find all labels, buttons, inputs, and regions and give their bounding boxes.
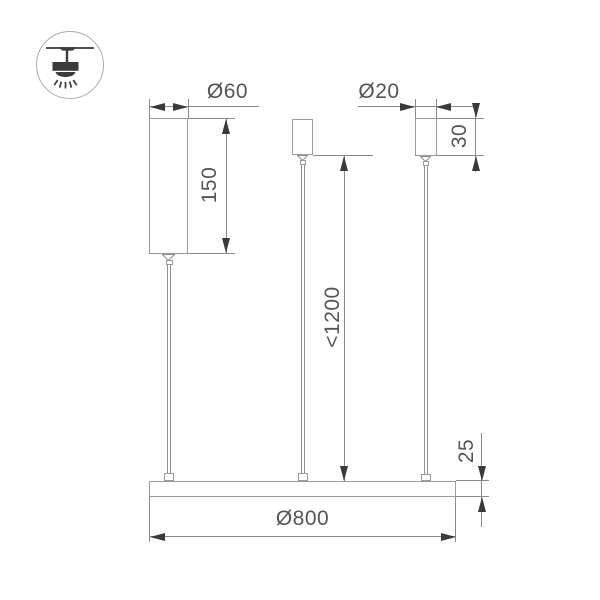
arrowhead-down-icon	[471, 103, 480, 119]
extension-line	[414, 99, 416, 118]
label-canopy-diameter: Ø20	[358, 80, 400, 103]
arrowhead-right-icon	[441, 532, 456, 541]
arrowhead-up-icon	[477, 496, 486, 512]
label-canopy-height: 30	[447, 123, 471, 149]
driver-cable-bead	[165, 259, 173, 265]
dim-line-suspension-length	[343, 155, 345, 482]
arrowhead-up-icon	[340, 155, 349, 171]
extension-line	[455, 497, 457, 542]
label-driver-diameter: Ø60	[206, 80, 249, 103]
label-driver-height: 150	[197, 166, 221, 204]
extension-line	[188, 252, 235, 254]
canopy-middle-bead	[299, 160, 306, 165]
label-profile-length: Ø800	[275, 506, 330, 530]
arrowhead-down-icon	[477, 465, 486, 481]
driver-box	[149, 118, 188, 254]
extension-line	[436, 155, 484, 157]
driver-cable-funnel	[162, 253, 175, 261]
arrowhead-left-icon	[149, 102, 165, 111]
arrowhead-right-icon	[173, 102, 188, 111]
extension-line	[436, 117, 484, 119]
canopy-right-bead	[422, 161, 429, 166]
suspension-cable-left	[166, 265, 171, 473]
pendant-light-badge	[36, 31, 104, 99]
arrowhead-right-icon	[400, 102, 415, 111]
dim-line-canopy-height	[475, 106, 477, 172]
canopy-middle	[292, 119, 313, 155]
arrowhead-left-icon	[436, 102, 451, 111]
dim-line-driver-diameter	[149, 106, 259, 108]
cable-gripper-right	[420, 474, 431, 481]
extension-line	[456, 480, 489, 482]
suspension-cable-middle	[300, 165, 305, 473]
arrowhead-down-icon	[222, 238, 230, 253]
label-profile-height: 25	[455, 438, 478, 463]
suspension-cable-right	[423, 166, 428, 474]
arrowhead-down-icon	[340, 466, 349, 481]
canopy-middle-funnel	[297, 154, 308, 161]
canopy-right	[415, 118, 437, 156]
dim-line-profile-length	[149, 536, 456, 538]
ceiling-pendant-light-icon	[46, 47, 94, 89]
extension-line	[188, 118, 235, 120]
extension-line	[456, 496, 489, 498]
label-suspension-length: <1200	[320, 286, 344, 348]
arrowhead-up-icon	[471, 155, 480, 171]
arrowhead-up-icon	[222, 119, 230, 134]
cable-gripper-middle	[297, 473, 308, 481]
cable-gripper-left	[163, 473, 174, 481]
extension-line	[187, 99, 189, 118]
arrowhead-left-icon	[149, 532, 165, 541]
dim-line-canopy-diameter	[358, 106, 477, 108]
dim-line-driver-height	[225, 119, 227, 253]
light-bar-profile	[149, 481, 456, 497]
extension-line	[148, 497, 150, 542]
canopy-right-funnel	[420, 155, 431, 162]
